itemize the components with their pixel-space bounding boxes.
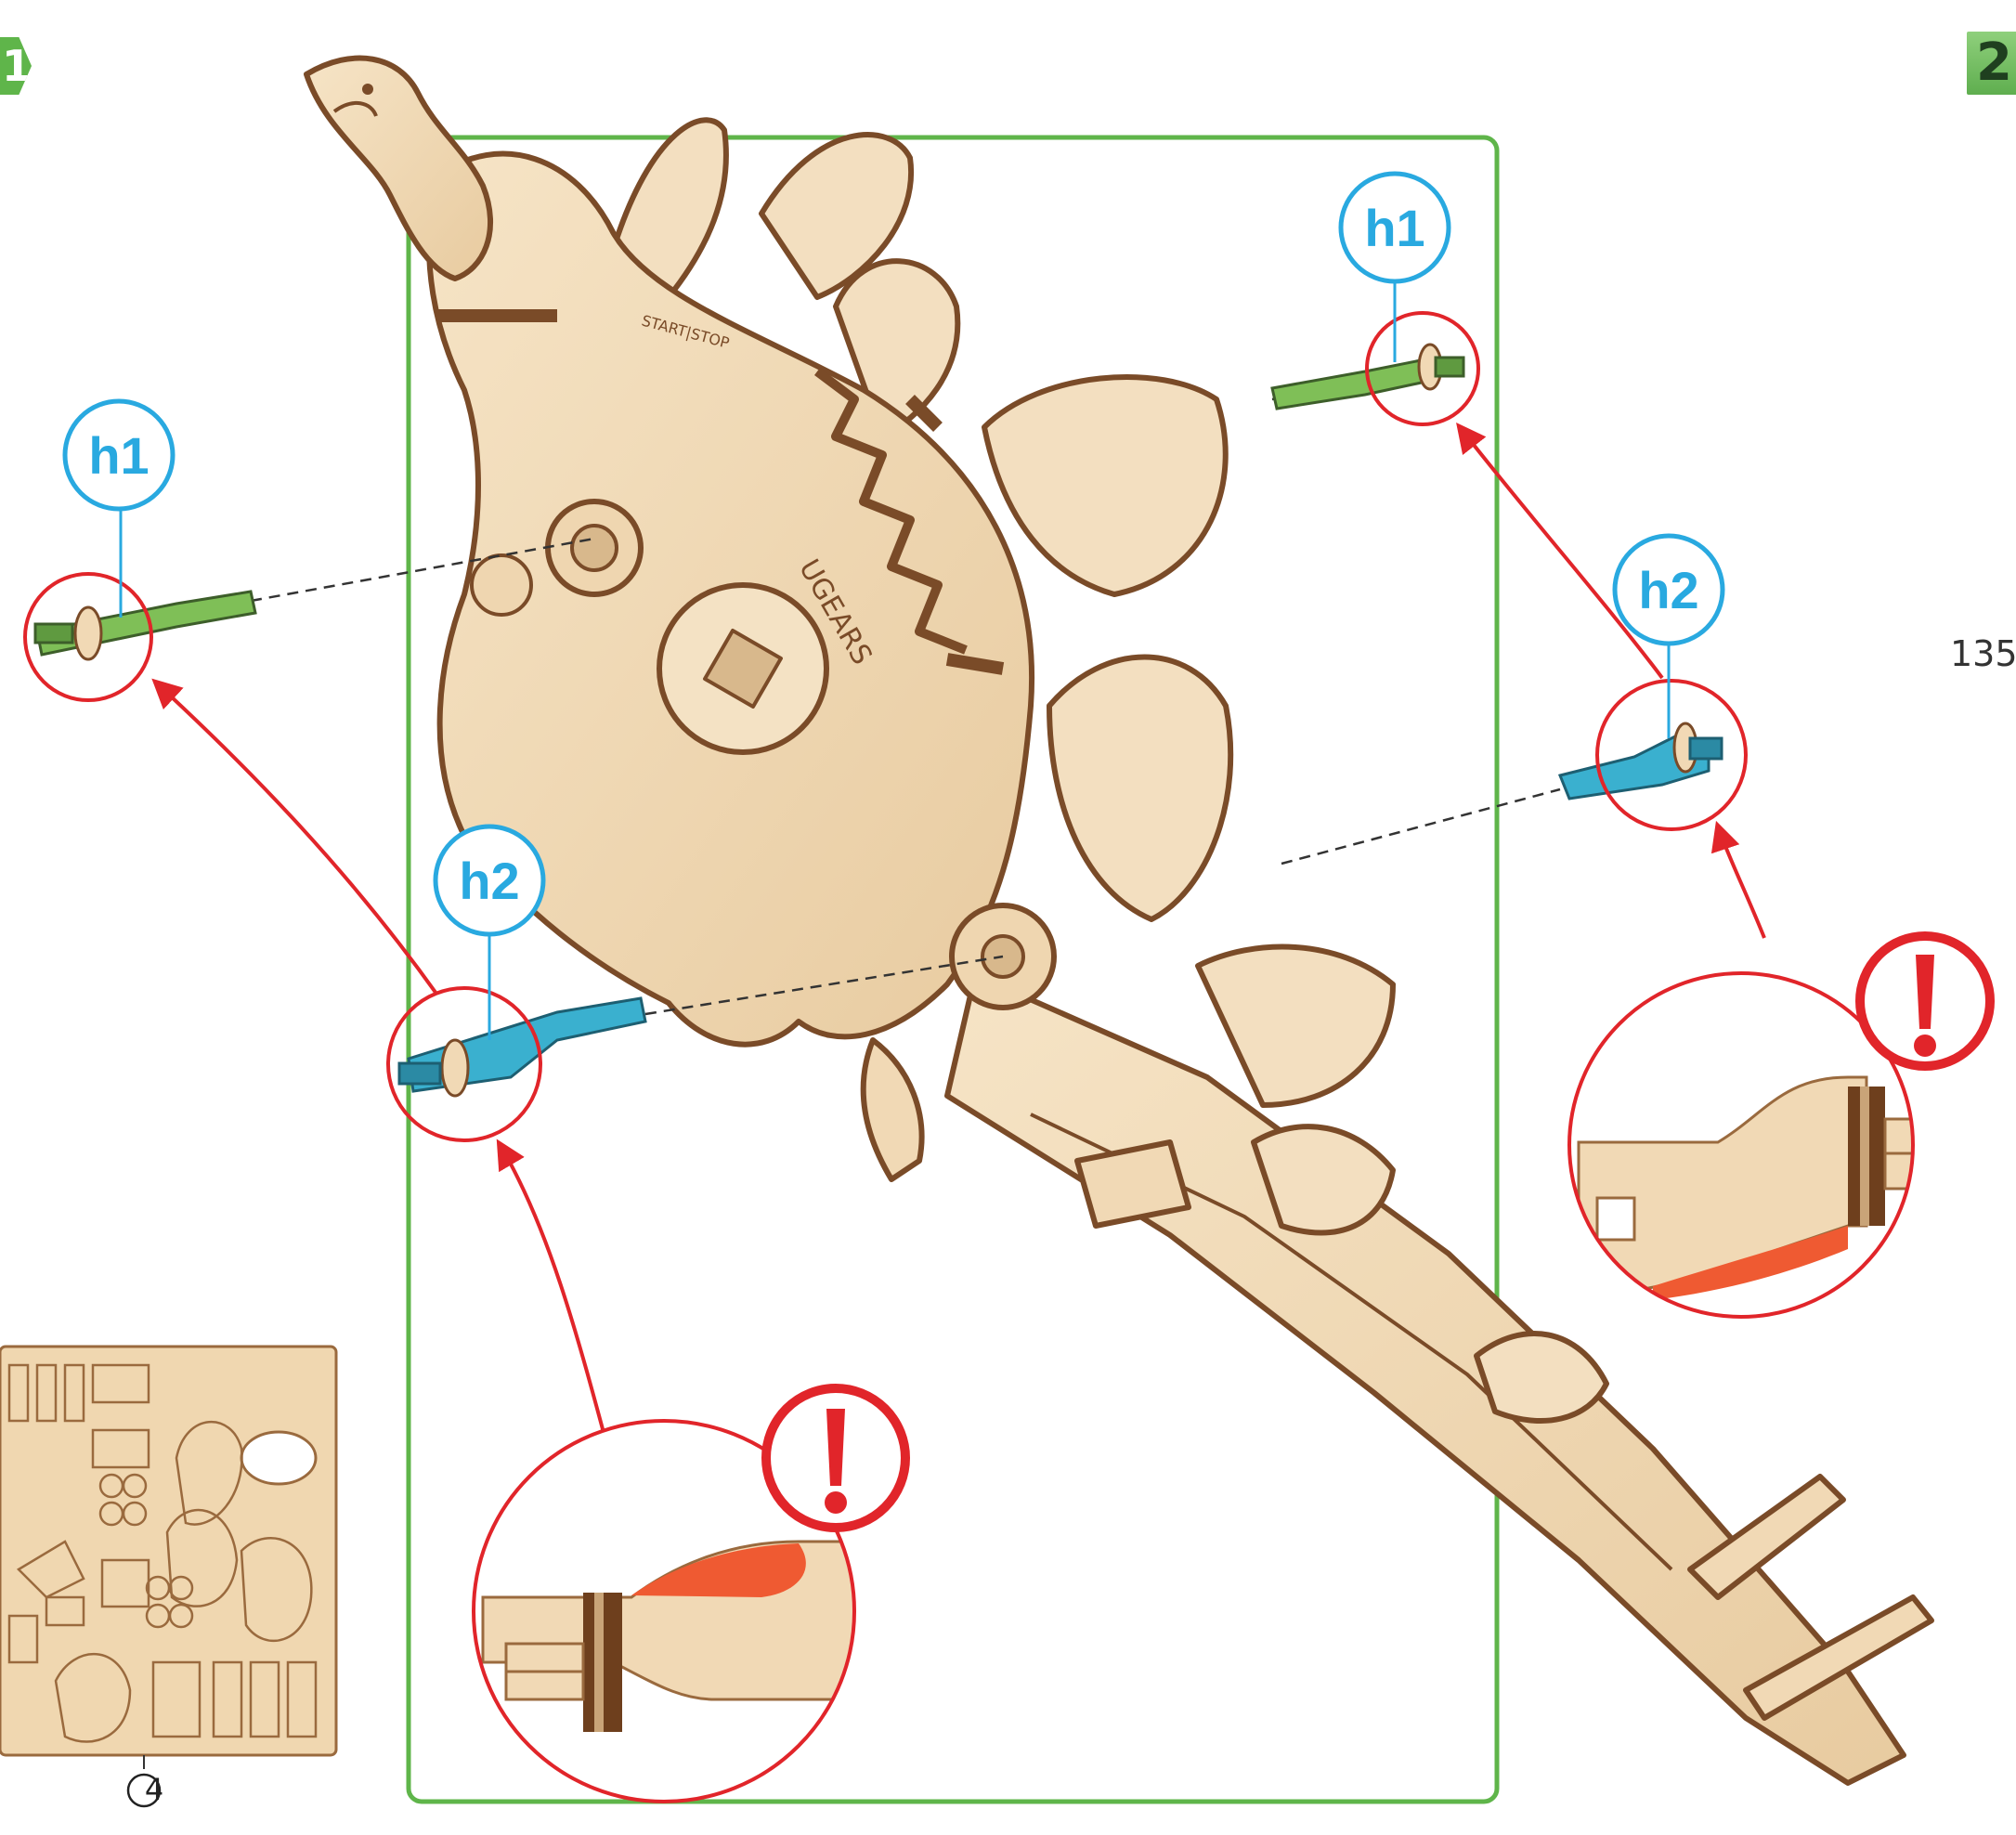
pin-h1-left bbox=[35, 592, 255, 659]
label-h1-left: h1 bbox=[65, 401, 173, 509]
label-h2-left: h2 bbox=[436, 826, 543, 934]
pin-h2-right bbox=[1560, 723, 1722, 799]
label-h1-right-text: h1 bbox=[1364, 199, 1424, 257]
label-h2-left-text: h2 bbox=[459, 852, 519, 910]
parts-sheet-thumbnail bbox=[0, 1347, 336, 1806]
label-h1-right: h1 bbox=[1341, 174, 1449, 281]
label-h2-right-text: h2 bbox=[1638, 561, 1698, 619]
label-h1-left-text: h1 bbox=[88, 426, 149, 485]
parts-sheet-number: 4 bbox=[136, 1772, 173, 1807]
warning-symbol-right: ! bbox=[0, 0, 1, 1]
label-h2-right: h2 bbox=[1615, 536, 1723, 644]
warning-symbol-left: ! bbox=[0, 0, 1, 1]
